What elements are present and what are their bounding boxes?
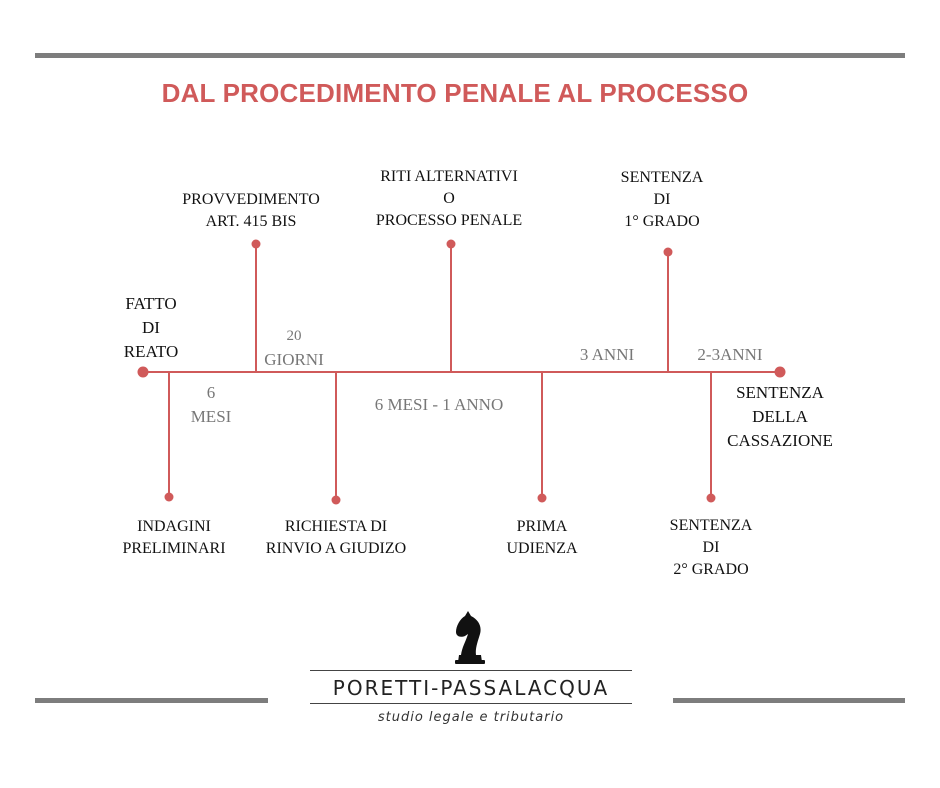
logo-bottom-rule: [310, 703, 632, 704]
logo-top-rule: [310, 670, 632, 671]
node-richiesta: [331, 495, 341, 505]
firm-name: PORETTI-PASSALACQUA: [332, 676, 610, 700]
node-cassazione: [774, 366, 786, 378]
bottom-divider-left: [35, 698, 268, 703]
firm-tagline: studio legale e tributario: [377, 710, 565, 725]
duration-2-3-anni: 2-3ANNI: [697, 345, 763, 364]
bottom-divider-right: [673, 698, 905, 703]
node-sentenza2: [706, 493, 716, 503]
duration-6-mesi-1-anno: 6 MESI - 1 ANNO: [374, 395, 504, 414]
chess-knight-icon: [455, 611, 485, 664]
node-riti: [446, 239, 456, 249]
node-prima: [537, 493, 547, 503]
node-sentenza1: [663, 247, 673, 257]
node-provvedimento: [251, 239, 261, 249]
page-title: DAL PROCEDIMENTO PENALE AL PROCESSO: [161, 78, 749, 108]
node-indagini: [164, 492, 174, 502]
top-divider: [35, 53, 905, 58]
node-fatto: [137, 366, 149, 378]
duration-3-anni: 3 ANNI: [579, 345, 635, 364]
